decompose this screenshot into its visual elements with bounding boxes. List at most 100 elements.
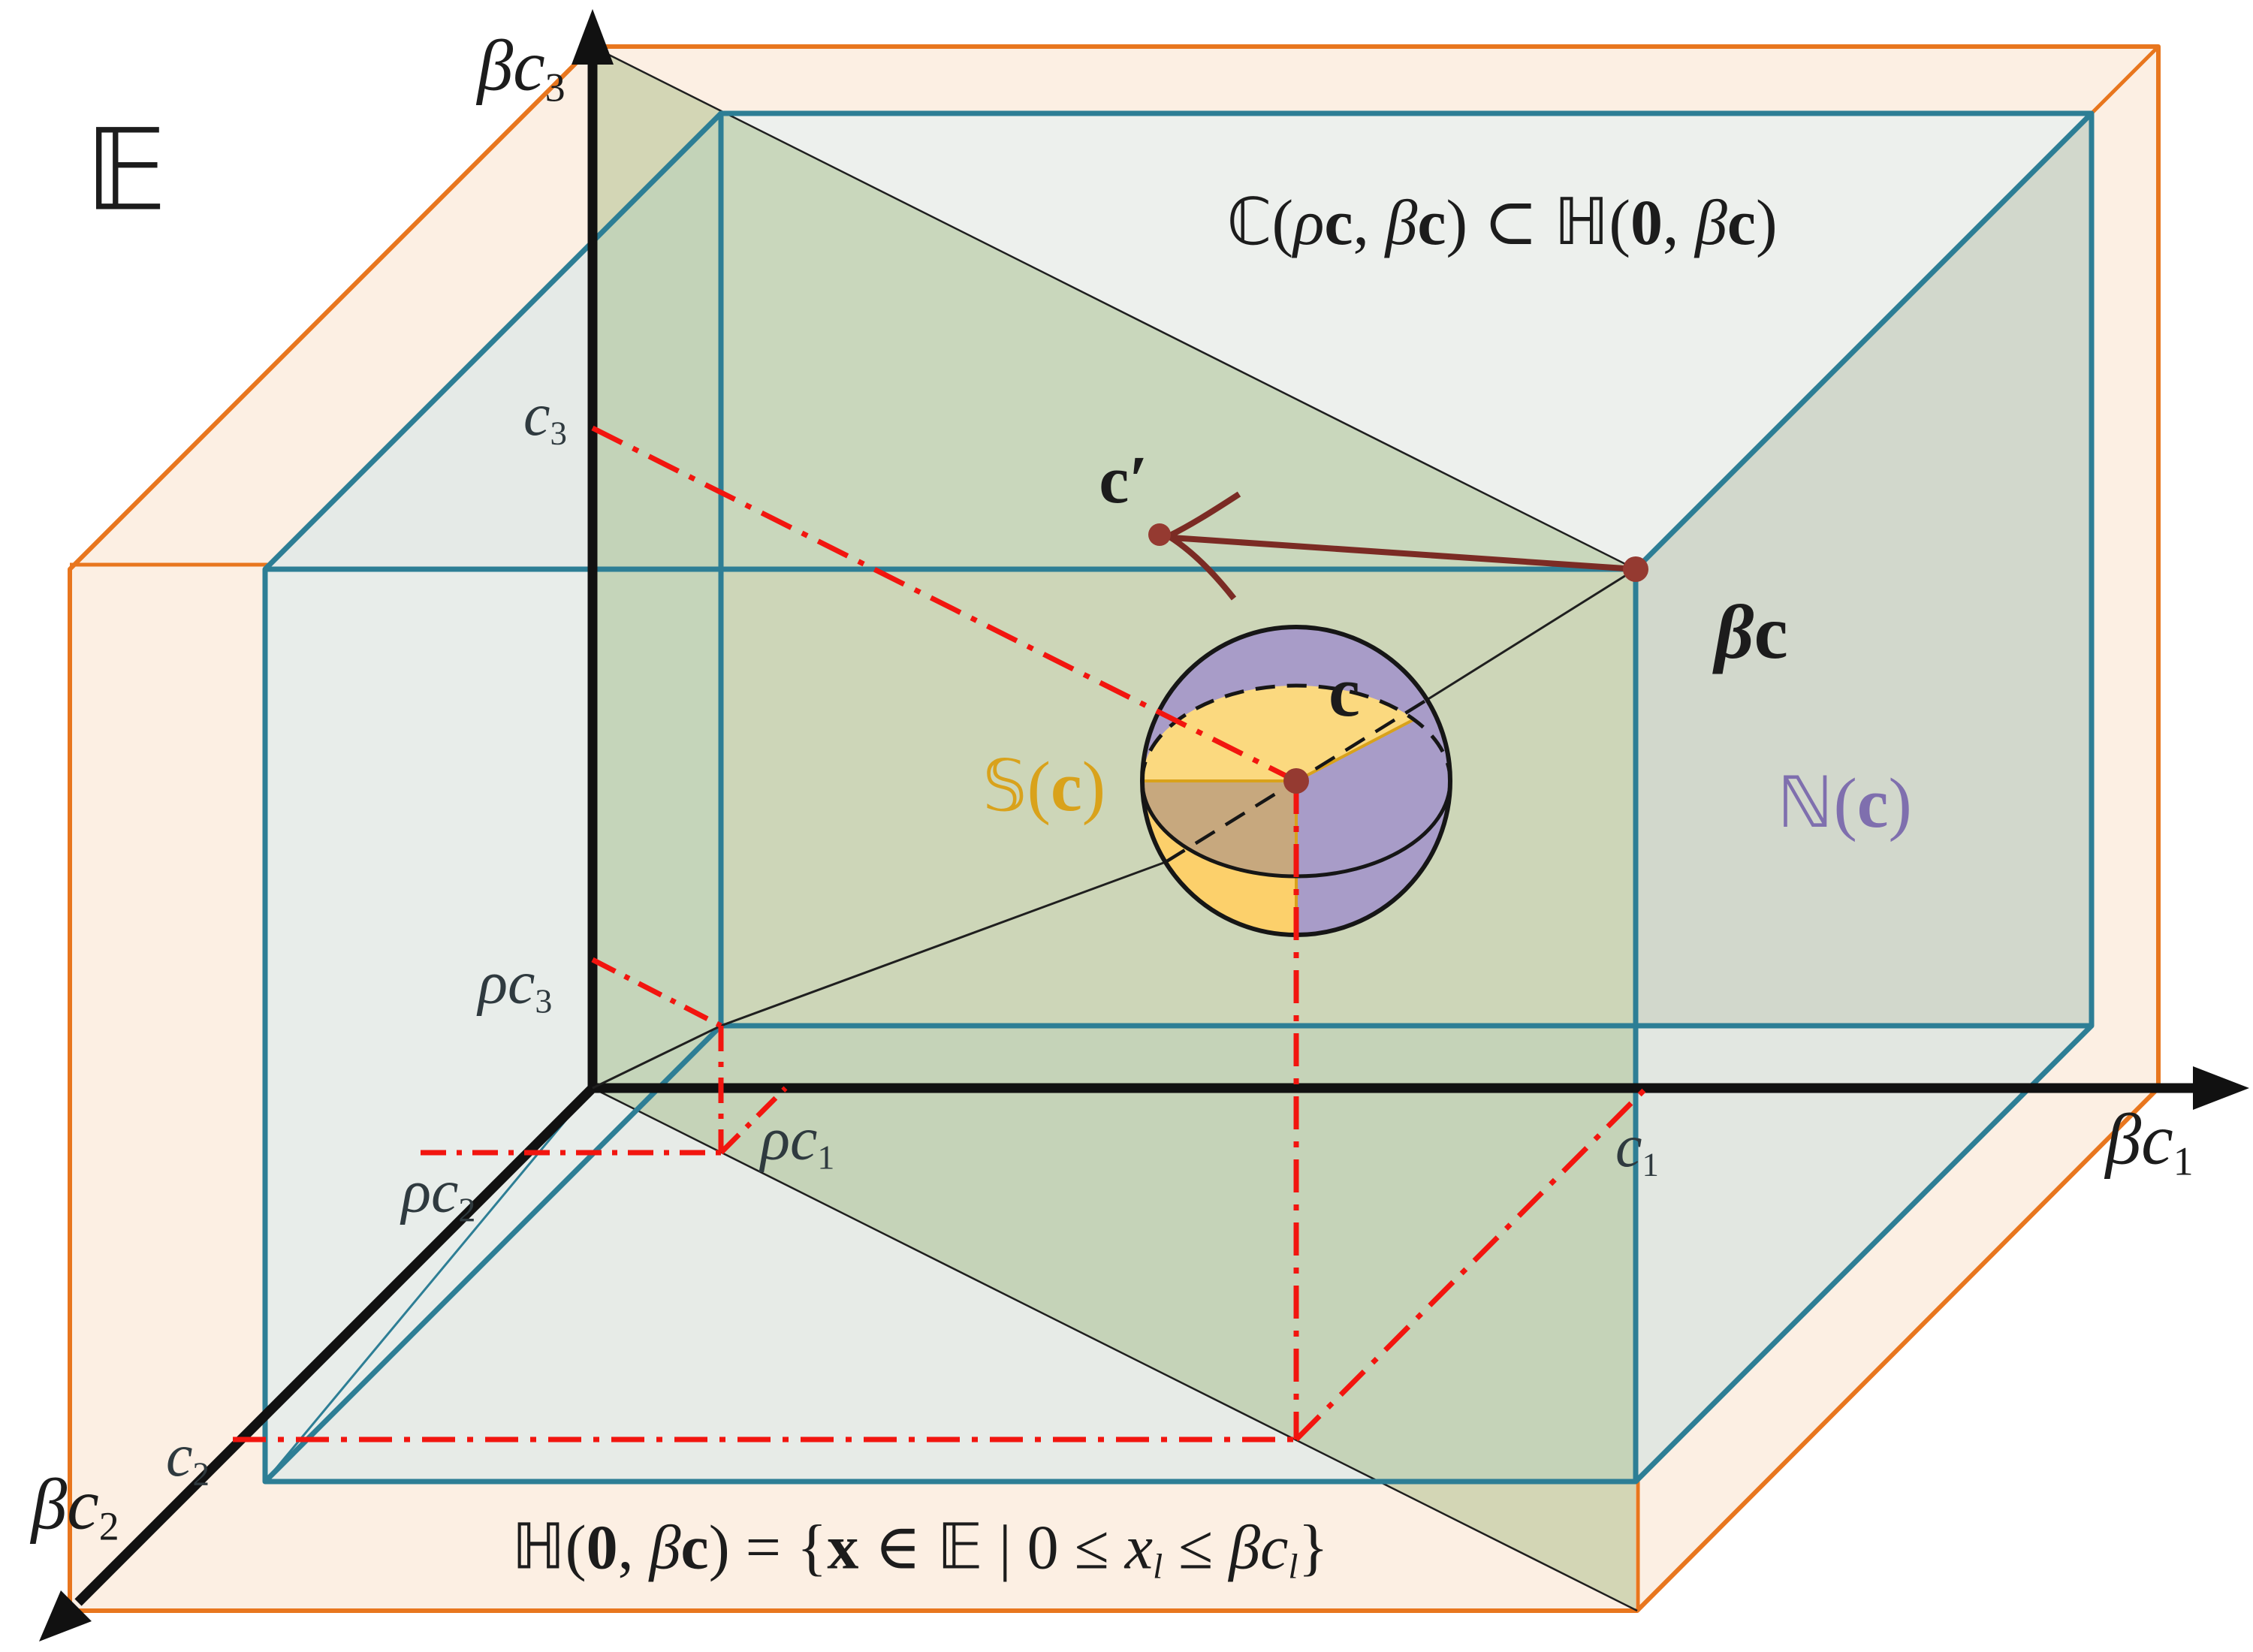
neighborhood-label-part: ) bbox=[1888, 764, 1912, 843]
y-axis-label-beta-c2-part: β bbox=[31, 1464, 68, 1545]
subset-formula-part: c bbox=[1727, 186, 1756, 258]
tick-label-rho-c1-part: 1 bbox=[817, 1138, 835, 1177]
subset-formula-part: , bbox=[1353, 186, 1386, 258]
tick-label-rho-c3-part: ρ bbox=[478, 948, 508, 1017]
red-line-c3-to-c bbox=[591, 425, 1298, 784]
x-axis-label-beta-c1-part: β bbox=[2105, 1099, 2142, 1180]
sector-label-part: 𝕊 bbox=[982, 746, 1027, 828]
subset-formula-part: ) ⊂ bbox=[1446, 186, 1555, 258]
x-axis-label-beta-c1: βc1 bbox=[2105, 1103, 2194, 1184]
hyperrectangle-formula: ℍ(0, βc) = {x ∈ 𝔼 | 0 ≤ xl ≤ βcl} bbox=[511, 1515, 1329, 1584]
ray-ground-shadow-line bbox=[592, 1087, 1638, 1612]
point-label-c: c bbox=[1329, 657, 1360, 728]
teal-box-edge-top-left bbox=[263, 111, 723, 571]
ambient-space-label-part: 𝔼 bbox=[85, 105, 167, 237]
x-axis-label-beta-c1-part: 1 bbox=[2173, 1138, 2194, 1184]
tick-label-c1: c1 bbox=[1615, 1117, 1659, 1181]
z-axis-arrowhead bbox=[572, 9, 614, 65]
point-dot-cprime bbox=[1148, 523, 1171, 546]
green-plane-through-ray bbox=[593, 47, 1636, 1611]
hyperrectangle-formula-part: ℍ bbox=[511, 1509, 566, 1584]
hyperrectangle-formula-part: l bbox=[1153, 1547, 1163, 1587]
hyperrectangle-formula-part: l bbox=[1288, 1547, 1298, 1587]
z-axis-label-beta-c3-part: 3 bbox=[544, 65, 566, 110]
point-label-betac: βc bbox=[1715, 595, 1788, 671]
tick-label-c1-part: 1 bbox=[1642, 1145, 1659, 1183]
point-label-c-part: c bbox=[1329, 653, 1360, 731]
sector-label-part: ( bbox=[1027, 748, 1051, 826]
hyperrectangle-formula-part: 0 bbox=[586, 1512, 618, 1583]
hyperrectangle-formula-part: c bbox=[1260, 1512, 1289, 1583]
subset-formula-part: c bbox=[1324, 186, 1353, 258]
neighborhood-label-part: ℕ bbox=[1777, 762, 1834, 844]
z-axis-label-beta-c3: βc3 bbox=[477, 29, 566, 110]
z-axis-label-beta-c3-part: β bbox=[477, 25, 514, 106]
tick-label-rho-c2: ρc2 bbox=[402, 1160, 476, 1229]
tick-label-c3-part: 3 bbox=[550, 414, 567, 452]
tick-label-c1-part: c bbox=[1615, 1113, 1642, 1180]
hyperrectangle-formula-part: ) = { bbox=[708, 1512, 828, 1583]
green-plane-top-edge-line bbox=[592, 45, 1636, 571]
tick-label-c2-part: c bbox=[166, 1422, 193, 1489]
subset-formula-part: c bbox=[1417, 186, 1446, 258]
subset-formula-part: , bbox=[1662, 186, 1695, 258]
red-line-c1-diagonal bbox=[1294, 1086, 1648, 1442]
subset-formula-part: β bbox=[1385, 186, 1418, 258]
red-line-rhoc1-diagonal bbox=[719, 1086, 788, 1155]
sector-edge-upper bbox=[1295, 718, 1415, 782]
hyperrectangle-formula-part: , bbox=[617, 1512, 650, 1583]
hyperrectangle-formula-part: ( bbox=[565, 1512, 587, 1583]
tick-label-c2: c2 bbox=[166, 1426, 210, 1491]
hyperrectangle-formula-part: β bbox=[1229, 1512, 1261, 1583]
z-axis-label-beta-c3-part: c bbox=[513, 25, 545, 106]
tick-label-c3-part: c bbox=[523, 381, 550, 448]
y-axis-label-beta-c2: βc2 bbox=[31, 1468, 119, 1549]
hyperrectangle-formula-part: | 0 ≤ bbox=[982, 1512, 1125, 1583]
subset-formula-part: ) bbox=[1755, 186, 1778, 258]
teal-box-edge-bottom-left bbox=[263, 1023, 723, 1484]
tick-label-rho-c1: ρc1 bbox=[761, 1108, 835, 1175]
point-label-cprime-part: ′ bbox=[1129, 443, 1148, 517]
sector-label: 𝕊(c) bbox=[982, 752, 1105, 823]
teal-box-edge-bottom-right bbox=[1633, 1023, 2094, 1484]
ray-sphere-to-betac bbox=[1426, 568, 1636, 701]
y-axis-line bbox=[74, 1084, 596, 1606]
tick-label-rho-c1-part: ρ bbox=[760, 1104, 790, 1173]
subset-formula-part: ρ bbox=[1293, 186, 1325, 258]
sector-label-part: ) bbox=[1081, 748, 1106, 826]
x-axis-label-beta-c1-part: c bbox=[2141, 1099, 2173, 1180]
equator-dashed-back-arc bbox=[1140, 683, 1452, 782]
subset-formula: ℂ(ρc, βc) ⊂ ℍ(0, βc) bbox=[1226, 190, 1777, 255]
red-line-rhoc3-to-rhoc bbox=[591, 957, 722, 1029]
subset-formula-part: ℍ bbox=[1554, 185, 1609, 260]
tick-label-rho-c3: ρc3 bbox=[478, 951, 553, 1020]
tick-label-c2-part: 2 bbox=[192, 1455, 210, 1493]
x-axis-arrowhead bbox=[2193, 1066, 2249, 1110]
sphere-upper-yellow-wedge bbox=[1142, 686, 1414, 781]
subset-formula-part: 0 bbox=[1630, 186, 1663, 258]
subset-formula-part: β bbox=[1694, 186, 1727, 258]
hyperrectangle-formula-part: } bbox=[1298, 1512, 1329, 1583]
subset-formula-part: ( bbox=[1609, 186, 1630, 258]
ambient-space-label: 𝔼 bbox=[85, 115, 167, 228]
point-label-betac-part: β bbox=[1715, 590, 1754, 675]
y-axis-label-beta-c2-part: 2 bbox=[98, 1503, 119, 1549]
point-dot-betac bbox=[1623, 556, 1648, 582]
teal-box-edge-top-right bbox=[1633, 111, 2094, 571]
point-label-cprime-part: c bbox=[1099, 443, 1130, 517]
neighborhood-label-part: ( bbox=[1833, 764, 1857, 843]
neighborhood-label-part: c bbox=[1856, 764, 1889, 843]
hyperrectangle-formula-part: ∈ bbox=[858, 1512, 937, 1583]
tick-label-rho-c2-part: 2 bbox=[458, 1190, 476, 1229]
tick-label-rho-c1-part: c bbox=[790, 1104, 818, 1173]
tick-label-rho-c3-part: 3 bbox=[535, 981, 553, 1020]
tick-label-c3: c3 bbox=[523, 385, 567, 450]
sector-label-part: c bbox=[1050, 748, 1082, 826]
hyperrectangle-formula-part: 𝔼 bbox=[936, 1509, 983, 1584]
hyperrectangle-formula-part: β bbox=[649, 1512, 681, 1583]
point-label-cprime: c′ bbox=[1099, 447, 1148, 514]
tick-label-rho-c2-part: ρ bbox=[401, 1156, 431, 1225]
subset-formula-part: ( bbox=[1271, 186, 1294, 258]
